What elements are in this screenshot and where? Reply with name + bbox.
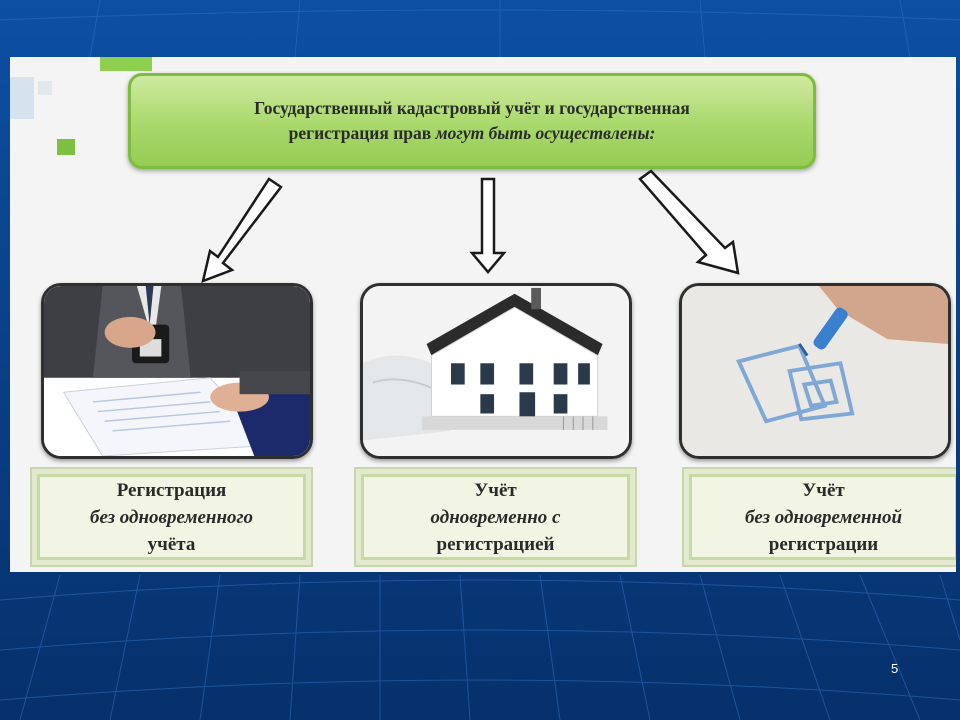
arrow-center-icon bbox=[469, 177, 507, 274]
caption-card-3: Учёт без одновременной регистрации bbox=[682, 467, 956, 567]
page-number: 5 bbox=[891, 661, 899, 676]
photo-stamping bbox=[41, 283, 313, 459]
caption-3-title: Учёт bbox=[802, 479, 845, 501]
photo-drawing bbox=[679, 283, 951, 459]
header-line-2-italic: могут быть осуществлены: bbox=[435, 123, 656, 143]
header-line-2-plain: регистрация прав bbox=[288, 123, 432, 143]
header-line-1: Государственный кадастровый учёт и госуд… bbox=[254, 98, 690, 118]
caption-2-line3: регистрацией bbox=[436, 533, 555, 555]
photo-house bbox=[360, 283, 632, 459]
caption-card-2: Учёт одновременно с регистрацией bbox=[354, 467, 637, 567]
caption-2-title: Учёт bbox=[474, 479, 517, 501]
header-line-2: регистрация прав могут быть осуществлены… bbox=[289, 121, 656, 146]
decor-square-green bbox=[100, 57, 152, 71]
arrow-right-icon bbox=[638, 169, 740, 275]
decor-square-blue bbox=[10, 77, 34, 119]
caption-1-line3: учёта bbox=[147, 533, 196, 555]
caption-2-line2: одновременно с bbox=[430, 506, 561, 528]
header-banner: Государственный кадастровый учёт и госуд… bbox=[128, 73, 816, 169]
arrow-left-icon bbox=[201, 177, 283, 284]
caption-1-line2: без одновременного bbox=[89, 506, 254, 528]
caption-1-title: Регистрация bbox=[116, 479, 227, 501]
caption-3-line3: регистрации bbox=[768, 533, 879, 555]
decor-square-small-green bbox=[57, 139, 75, 155]
caption-3-line2: без одновременной bbox=[744, 506, 903, 528]
caption-card-1: Регистрация без одновременного учёта bbox=[30, 467, 313, 567]
slide-content-panel: Государственный кадастровый учёт и госуд… bbox=[10, 57, 956, 572]
arrows-layer bbox=[201, 169, 740, 284]
decor-square-light bbox=[38, 81, 52, 95]
